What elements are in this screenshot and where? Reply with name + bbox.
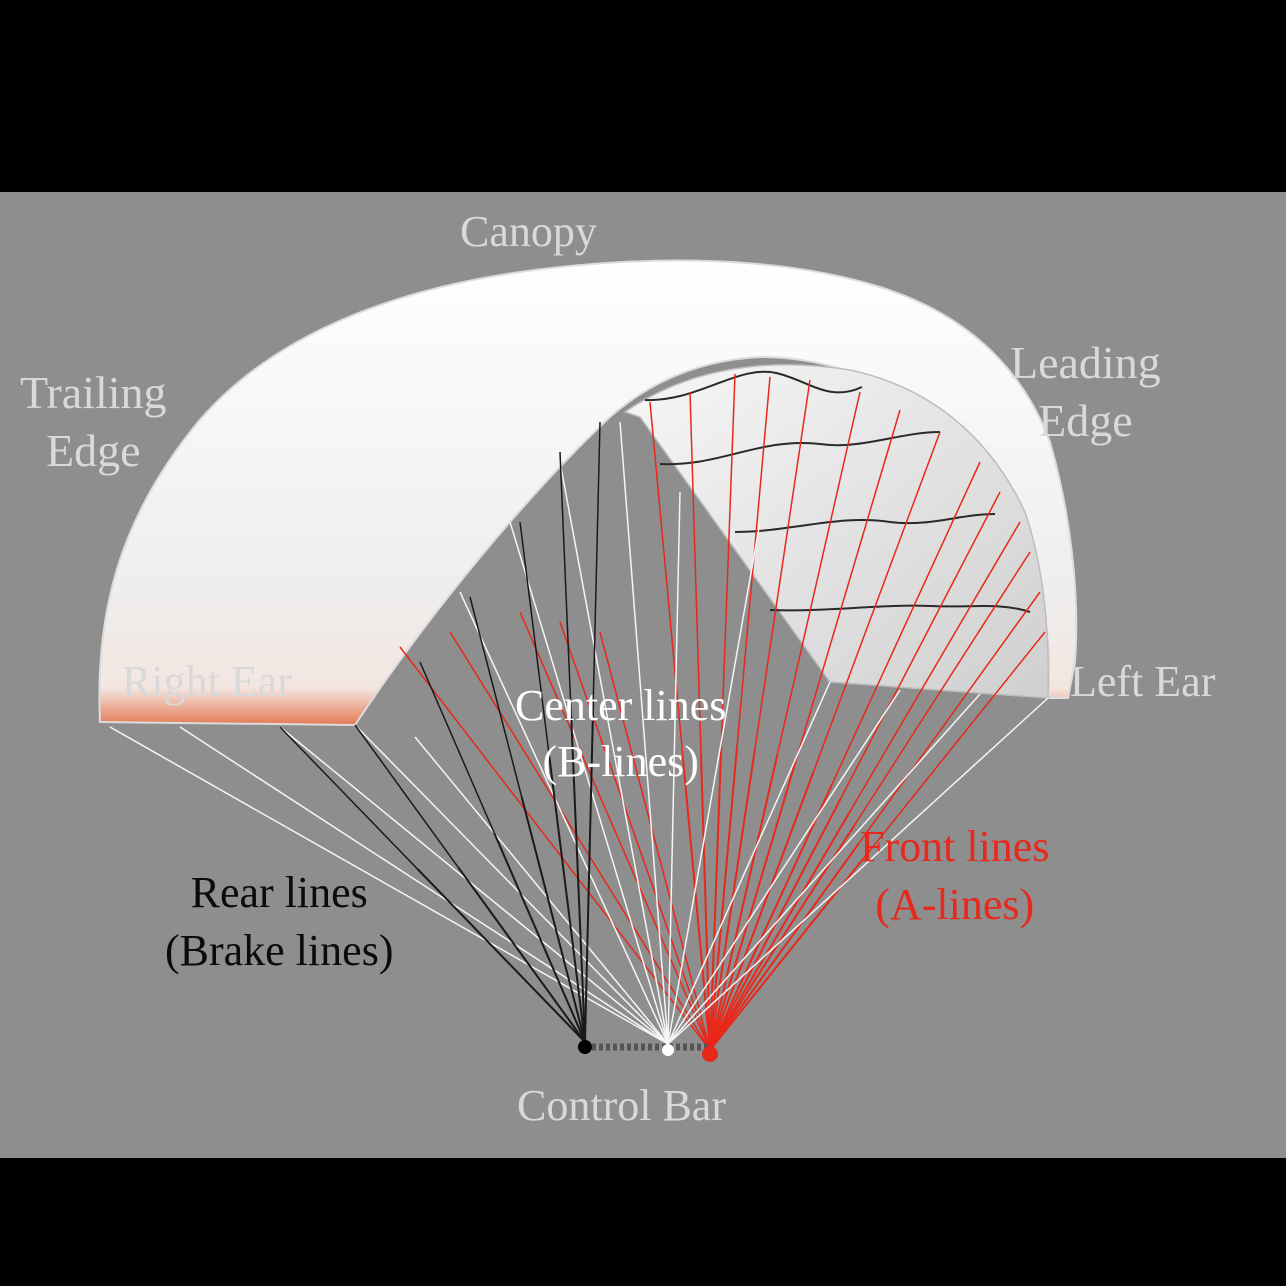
- front-line: [649, 401, 684, 759]
- label-center-lines: Center lines (B-lines): [515, 678, 726, 790]
- rear-line: [469, 596, 523, 798]
- front-line: [709, 861, 862, 1051]
- front-lines-line-2: (A-lines): [875, 880, 1035, 929]
- rear-line: [520, 796, 586, 1043]
- canopy-interior: [623, 364, 1050, 699]
- center-line: [667, 521, 761, 1045]
- center-line-attachment: [662, 1044, 674, 1056]
- front-line: [700, 753, 711, 1051]
- front-line: [754, 379, 811, 749]
- rear-line-attachment: [578, 1040, 592, 1054]
- rear-line: [493, 832, 586, 1043]
- rear-line: [592, 421, 601, 702]
- rear-line: [559, 451, 572, 718]
- front-line: [857, 591, 1041, 845]
- front-line: [709, 761, 797, 1051]
- front-line: [709, 745, 723, 1051]
- front-line: [689, 391, 702, 754]
- center-line: [414, 736, 669, 1045]
- rear-line: [279, 726, 418, 870]
- front-lines-line-1: Front lines: [860, 822, 1050, 871]
- front-line: [559, 621, 711, 1051]
- label-right-ear: Right Ear: [122, 657, 292, 706]
- front-line: [449, 631, 711, 1051]
- label-trailing-edge: Trailing Edge: [20, 364, 167, 480]
- front-line: [853, 551, 1031, 827]
- label-canopy: Canopy: [460, 207, 597, 256]
- rear-line: [584, 700, 595, 1043]
- rear-lines-line-1: Rear lines: [190, 868, 368, 917]
- trailing-edge-line-1: Trailing: [20, 367, 167, 418]
- center-line: [559, 461, 669, 1045]
- label-left-ear: Left Ear: [1070, 657, 1216, 706]
- front-line: [812, 431, 941, 773]
- rear-line: [416, 868, 586, 1043]
- front-line-attachment: [702, 1046, 718, 1062]
- rear-lines-group: [279, 421, 601, 1043]
- center-line: [459, 591, 669, 1045]
- front-line: [776, 391, 861, 755]
- front-line: [399, 646, 711, 1051]
- center-line: [279, 726, 669, 1045]
- leading-edge-line-2: Edge: [1038, 395, 1133, 446]
- label-rear-lines: Rear lines (Brake lines): [165, 864, 393, 980]
- rear-lines-line-2: (Brake lines): [165, 926, 394, 975]
- center-line: [667, 697, 1049, 1045]
- label-front-lines: Front lines (A-lines): [860, 818, 1049, 934]
- front-line: [794, 409, 901, 763]
- front-line: [709, 811, 851, 1051]
- front-line: [599, 631, 711, 1051]
- front-line: [860, 631, 1046, 863]
- front-lines-group: [399, 373, 1046, 1051]
- label-control-bar: Control Bar: [517, 1081, 726, 1130]
- front-line: [709, 747, 738, 1051]
- front-line: [709, 784, 833, 1051]
- center-line: [667, 693, 981, 1045]
- label-leading-edge: Leading Edge: [1010, 334, 1161, 450]
- front-line: [709, 753, 779, 1051]
- leading-edge-line-1: Leading: [1010, 337, 1161, 388]
- center-line: [354, 724, 669, 1045]
- rear-line: [354, 724, 460, 869]
- diagram-stage: Canopy Trailing Edge Leading Edge Right …: [0, 192, 1286, 1158]
- front-line: [839, 491, 1001, 800]
- canopy-shell: [98, 259, 1078, 727]
- rear-line: [548, 755, 586, 1043]
- center-line: [667, 681, 831, 1045]
- front-line: [519, 611, 711, 1051]
- center-line: [109, 726, 669, 1045]
- front-line: [709, 771, 815, 1051]
- center-line: [509, 521, 669, 1045]
- front-line: [709, 843, 860, 1051]
- center-lines-line-1: Center lines: [515, 681, 727, 730]
- canopy-ribs: [644, 370, 1031, 613]
- rear-line: [419, 661, 495, 834]
- kite-diagram: [98, 259, 1078, 1062]
- front-line: [720, 373, 736, 746]
- center-lines-line-2: (B-lines): [542, 737, 699, 786]
- center-line: [667, 689, 901, 1045]
- rear-line: [519, 521, 550, 757]
- front-line: [848, 521, 1021, 813]
- trailing-edge-line-2: Edge: [46, 425, 141, 476]
- rear-line: [457, 867, 586, 1043]
- center-lines-group: [109, 421, 1049, 1045]
- rear-line: [570, 717, 586, 1043]
- control-bar: [578, 1040, 718, 1062]
- center-line: [667, 491, 681, 1045]
- center-line: [619, 421, 669, 1045]
- front-line: [830, 461, 981, 786]
